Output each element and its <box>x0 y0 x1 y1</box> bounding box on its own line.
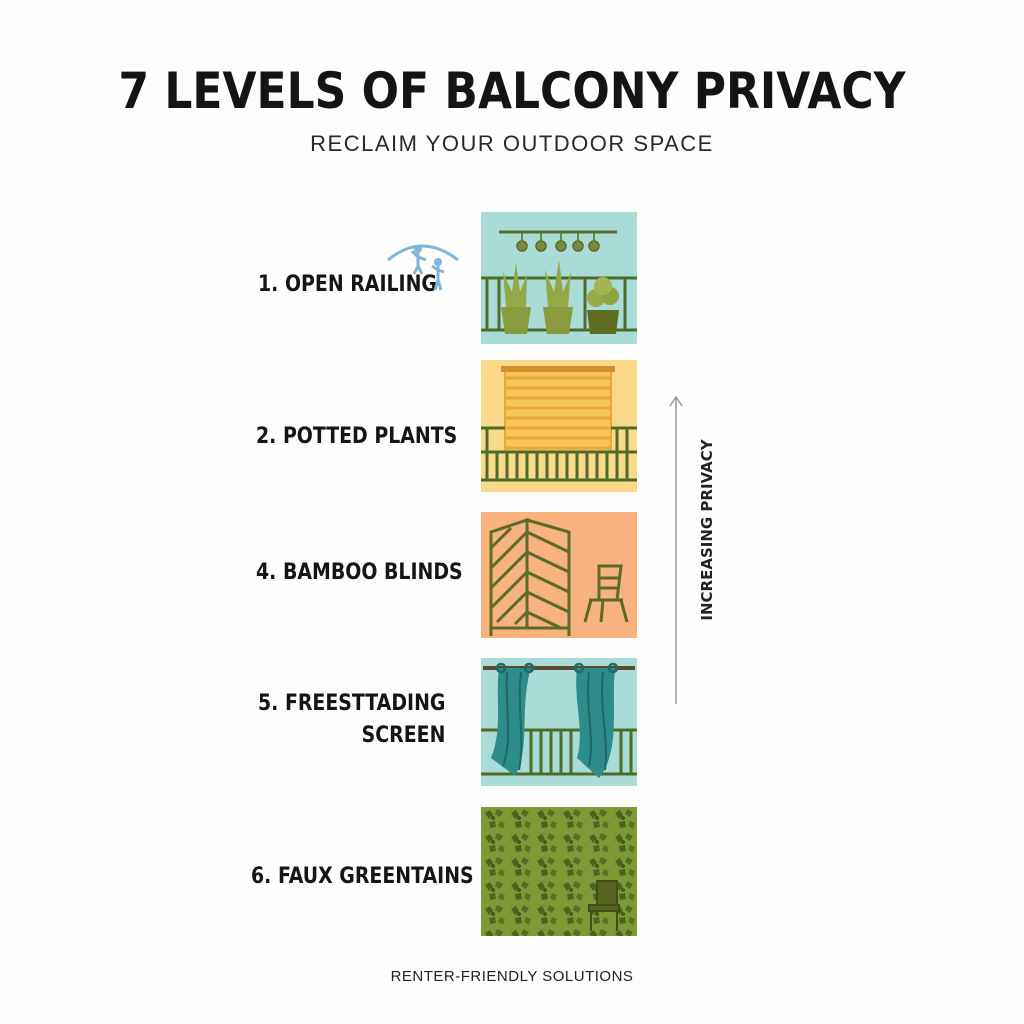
level-4-panel <box>481 658 637 786</box>
level-4-label: 5. FREESTTADING SCREEN <box>258 688 445 752</box>
level-3-panel <box>481 512 637 638</box>
level-2-label: 2. POTTED PLANTS <box>256 424 458 449</box>
level-4-label-line2: SCREEN <box>361 723 446 748</box>
people-icon <box>387 244 459 291</box>
level-2-panel <box>481 360 637 492</box>
level-1-label: 1. OPEN RAILING <box>258 272 437 297</box>
footer-text: RENTER-FRIENDLY SOLUTIONS <box>390 968 634 985</box>
increasing-privacy-arrow <box>669 395 683 704</box>
page-title: 7 LEVELS OF BALCONY PRIVACY <box>118 62 906 120</box>
level-4-label-line1: 5. FREESTTADING <box>258 691 446 716</box>
level-3-label: 4. BAMBOO BLINDS <box>256 560 463 585</box>
level-5-label: 6. FAUX GREENTAINS <box>251 864 474 889</box>
axis-label: INCREASING PRIVACY <box>698 439 716 621</box>
level-1-panel <box>481 212 637 344</box>
level-5-panel <box>481 807 637 936</box>
page-subtitle: RECLAIM YOUR OUTDOOR SPACE <box>310 131 714 156</box>
